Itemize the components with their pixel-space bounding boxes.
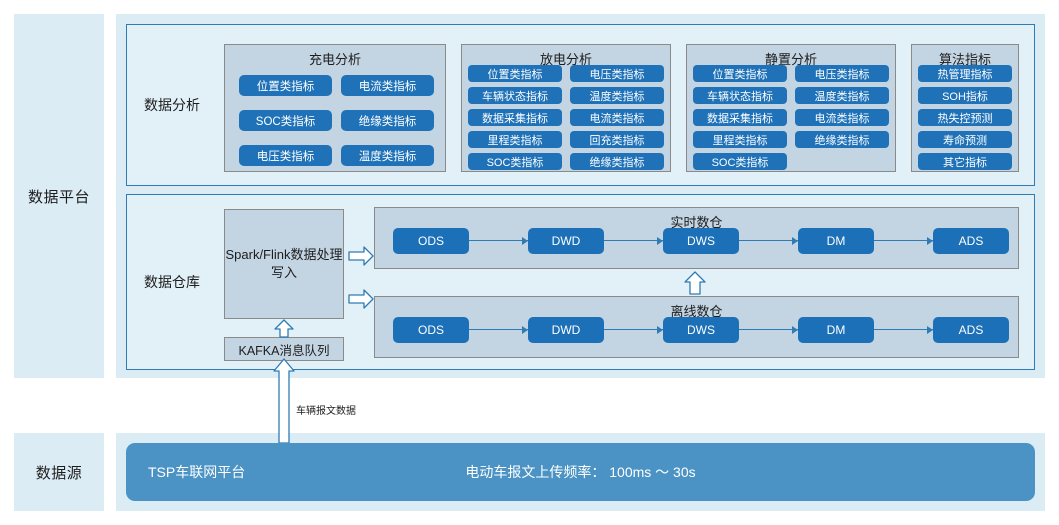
- metric-button[interactable]: 热管理指标: [918, 65, 1012, 82]
- kafka-queue: KAFKA消息队列: [224, 337, 344, 361]
- tsp-upload-frequency: 电动车报文上传频率： 100ms ～ 30s: [465, 464, 696, 480]
- metric-button[interactable]: 电压类指标: [795, 65, 889, 82]
- processor-to-realtime-arrow-icon: [348, 245, 374, 267]
- warehouse-stage-button[interactable]: ODS: [393, 228, 469, 254]
- metric-button[interactable]: 电流类指标: [795, 109, 889, 126]
- tsp-source-bar: 电动车报文上传频率： 100ms ～ 30s TSP车联网平台: [126, 443, 1035, 501]
- stage-connector-arrow-icon: [657, 326, 663, 334]
- stage-connector: [469, 240, 528, 242]
- stage-connector-arrow-icon: [792, 326, 798, 334]
- layer-gutter-top: [104, 14, 116, 378]
- analysis-group-title: 充电分析: [308, 52, 361, 67]
- offline-warehouse-title: 离线数仓: [670, 304, 723, 319]
- metric-button[interactable]: 车辆状态指标: [693, 87, 787, 104]
- metric-button[interactable]: 位置类指标: [468, 65, 562, 82]
- metric-button[interactable]: 里程类指标: [693, 131, 787, 148]
- stage-connector: [604, 240, 663, 242]
- metric-button[interactable]: 电压类指标: [239, 145, 332, 166]
- analysis-group-title: 放电分析: [539, 52, 592, 67]
- offline-to-realtime-arrow-icon: [683, 271, 707, 295]
- metric-button[interactable]: SOC类指标: [468, 153, 562, 170]
- warehouse-stage-button[interactable]: ADS: [933, 317, 1009, 343]
- warehouse-stage-button[interactable]: DWD: [528, 228, 604, 254]
- metric-button[interactable]: 其它指标: [918, 153, 1012, 170]
- analysis-group-title: 算法指标: [938, 52, 991, 67]
- metric-button[interactable]: 绝缘类指标: [341, 110, 434, 131]
- layer-gutter-bottom: [104, 433, 116, 511]
- warehouse-stage-button[interactable]: ADS: [933, 228, 1009, 254]
- metric-button[interactable]: 绝缘类指标: [570, 153, 664, 170]
- layer-label-data-platform: 数据平台: [27, 188, 90, 206]
- metric-button[interactable]: 寿命预测: [918, 131, 1012, 148]
- metric-button[interactable]: 绝缘类指标: [795, 131, 889, 148]
- metric-button[interactable]: 电流类指标: [570, 109, 664, 126]
- metric-button[interactable]: SOC类指标: [693, 153, 787, 170]
- metric-button[interactable]: 里程类指标: [468, 131, 562, 148]
- warehouse-stage-button[interactable]: DM: [798, 317, 874, 343]
- metric-button[interactable]: 温度类指标: [570, 87, 664, 104]
- vehicle-message-flow-label: 车辆报文数据: [296, 406, 356, 417]
- processor-to-offline-arrow-icon: [348, 288, 374, 310]
- realtime-warehouse-title: 实时数仓: [670, 215, 723, 230]
- metric-button[interactable]: 温度类指标: [795, 87, 889, 104]
- metric-button[interactable]: 位置类指标: [693, 65, 787, 82]
- metric-button[interactable]: 数据采集指标: [468, 109, 562, 126]
- stage-connector-arrow-icon: [792, 237, 798, 245]
- warehouse-stage-button[interactable]: DWD: [528, 317, 604, 343]
- stage-connector-arrow-icon: [522, 237, 528, 245]
- stage-connector: [604, 329, 663, 331]
- metric-button[interactable]: 电流类指标: [341, 75, 434, 96]
- stage-connector: [874, 329, 933, 331]
- stage-connector: [469, 329, 528, 331]
- stage-connector: [874, 240, 933, 242]
- stage-connector: [739, 240, 798, 242]
- analysis-group-title: 静置分析: [764, 52, 817, 67]
- tsp-platform-name: TSP车联网平台: [148, 464, 246, 480]
- metric-button[interactable]: 车辆状态指标: [468, 87, 562, 104]
- spark-flink-processor: Spark/Flink数据处理写入: [224, 209, 344, 319]
- stage-connector-arrow-icon: [522, 326, 528, 334]
- stage-connector-arrow-icon: [657, 237, 663, 245]
- data-warehouse-label: 数据仓库: [144, 274, 200, 290]
- metric-button[interactable]: 温度类指标: [341, 145, 434, 166]
- metric-button[interactable]: 热失控预测: [918, 109, 1012, 126]
- metric-button[interactable]: 位置类指标: [239, 75, 332, 96]
- metric-button[interactable]: SOC类指标: [239, 110, 332, 131]
- metric-button[interactable]: 电压类指标: [570, 65, 664, 82]
- spark-flink-processor-label: Spark/Flink数据处理写入: [225, 247, 343, 280]
- kafka-to-processor-arrow-icon: [273, 319, 295, 338]
- kafka-queue-label: KAFKA消息队列: [238, 343, 330, 358]
- source-to-kafka-arrow-icon: [272, 358, 296, 444]
- layer-label-data-source: 数据源: [35, 464, 83, 482]
- stage-connector-arrow-icon: [927, 326, 933, 334]
- warehouse-stage-button[interactable]: DWS: [663, 228, 739, 254]
- warehouse-stage-button[interactable]: DWS: [663, 317, 739, 343]
- warehouse-stage-button[interactable]: DM: [798, 228, 874, 254]
- stage-connector: [739, 329, 798, 331]
- warehouse-stage-button[interactable]: ODS: [393, 317, 469, 343]
- stage-connector-arrow-icon: [927, 237, 933, 245]
- data-analysis-label: 数据分析: [144, 97, 200, 113]
- metric-button[interactable]: 数据采集指标: [693, 109, 787, 126]
- metric-button[interactable]: 回充类指标: [570, 131, 664, 148]
- metric-button[interactable]: SOH指标: [918, 87, 1012, 104]
